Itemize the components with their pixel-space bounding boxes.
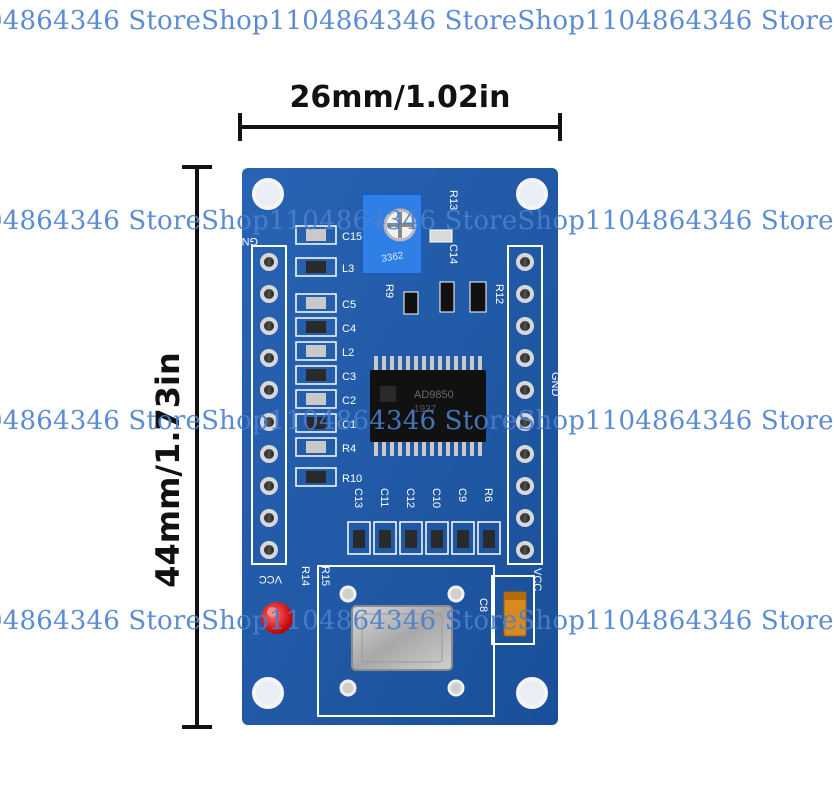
component-outline [295,293,337,313]
component-outline [295,317,337,337]
trimmer-potentiometer: 3362 [361,193,423,275]
width-dimension-line [238,113,562,141]
label-r12: R12 [493,284,505,304]
label-r14: R14 [299,566,311,586]
watermark-row-3: 04864346 StoreShop1104864346 StoreShop11… [0,406,834,436]
silkscreen-label: C2 [342,395,356,407]
trimmer-marking: 3362 [381,250,405,265]
silkscreen-label: C5 [342,299,356,311]
right-gnd-label: GND [549,372,561,397]
component-outline [347,521,371,555]
component-outline [399,521,423,555]
label-r9: R9 [383,284,395,298]
silkscreen-label: C3 [342,371,356,383]
right-header-outline [507,245,543,565]
mounting-holes [252,178,548,709]
component-outline [373,521,397,555]
component-outline [295,341,337,361]
silkscreen-label: C12 [404,488,416,508]
component-outline [425,521,449,555]
silkscreen-label: R10 [342,473,362,485]
tantalum-capacitor [491,575,535,645]
left-vcc-label: VCC [259,573,282,585]
height-dimension-line [182,165,212,729]
silkscreen-label: L2 [342,347,354,359]
silkscreen-label: C4 [342,323,356,335]
watermark-row-1: 04864346 StoreShop1104864346 StoreShop11… [0,6,834,36]
silkscreen-label: L3 [342,263,354,275]
left-gnd-label: GND [234,235,259,247]
chip-marking-2: 1937 [414,404,437,415]
silkscreen-label: R6 [482,488,494,502]
right-header-pins [516,253,534,559]
silkscreen-label: C9 [456,488,468,502]
right-vcc-label: VCC [531,568,543,591]
label-c8: C8 [477,598,489,612]
height-dimension-label: 44mm/1.73in [149,352,187,588]
component-outline [295,225,337,245]
component-outline [295,437,337,457]
left-header-pins [260,253,278,559]
red-led [261,602,293,634]
label-r15: R15 [319,566,331,586]
silkscreen-label: R4 [342,443,356,455]
component-outline [451,521,475,555]
dds-chip: AD9850 1937 [370,356,486,456]
silkscreen-label: C10 [430,488,442,508]
bottom-row-components [347,521,501,555]
label-r13: R13 [447,190,459,210]
component-outline [295,467,337,487]
label-c14: C14 [447,244,459,264]
component-outline [295,365,337,385]
left-header-outline [251,245,287,565]
component-outline [295,413,337,433]
watermark-row-2: 04864346 StoreShop1104864346 StoreShop11… [0,206,834,236]
silkscreen-label: C13 [352,488,364,508]
chip-marking-1: AD9850 [414,389,454,401]
silkscreen-label: C1 [342,419,356,431]
silkscreen-label: C11 [378,488,390,507]
pcb-illustration: 3362 AD9850 1937 [182,113,562,729]
left-column-components [295,225,337,487]
watermark-row-4: 04864346 StoreShop1104864346 StoreShop11… [0,606,834,636]
component-outline [295,389,337,409]
silkscreen-label: C15 [342,231,362,243]
width-dimension-label: 26mm/1.02in [289,80,511,115]
top-right-components [403,229,487,315]
component-outline [477,521,501,555]
component-outline [295,257,337,277]
product-photo: 3362 AD9850 1937 [0,6,833,729]
crystal-oscillator [317,565,495,717]
